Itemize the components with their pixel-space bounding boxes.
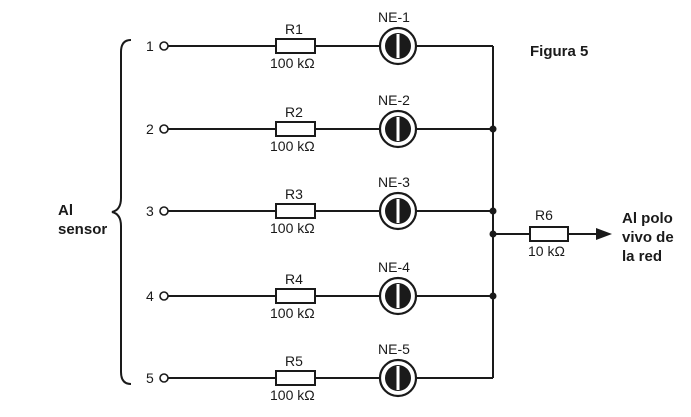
resistor-name-4: R4 [285,271,303,287]
lamp-label-4: NE-4 [378,259,410,275]
resistor-r2 [275,121,316,137]
sensor-label: Al sensor [58,202,107,238]
resistor-value-2: 100 kΩ [270,138,315,154]
sensor-label-line-2: sensor [58,221,107,238]
terminal-number-2: 2 [146,121,154,137]
terminal-number-1: 1 [146,38,154,54]
terminal-number-4: 4 [146,288,154,304]
terminal-5 [159,373,169,383]
resistor-r3 [275,203,316,219]
line-label-line-1: Al polo [622,210,673,227]
terminal-4 [159,291,169,301]
line-label-line-3: la red [622,248,662,265]
resistor-value-4: 100 kΩ [270,305,315,321]
resistor-r6 [529,226,569,242]
resistor-name-2: R2 [285,104,303,120]
resistor-name-3: R3 [285,186,303,202]
figure-label: Figura 5 [530,43,588,60]
r6-name: R6 [535,207,553,223]
lamp-label-2: NE-2 [378,92,410,108]
sensor-label-line-1: Al [58,202,73,219]
input-rows: 1 R1 100 kΩ NE-1 2 R2 100 kΩ NE-2 3 R3 100 kΩ NE-3 4… [146,9,493,403]
resistor-value-5: 100 kΩ [270,387,315,403]
terminal-1 [159,41,169,51]
line-label-line-2: vivo de [622,229,674,246]
output-arrow [596,228,612,240]
resistor-value-1: 100 kΩ [270,55,315,71]
resistor-value-3: 100 kΩ [270,220,315,236]
terminal-2 [159,124,169,134]
line-label: Al polo vivo de la red [622,210,678,265]
r6-value: 10 kΩ [528,243,565,259]
terminal-number-3: 3 [146,203,154,219]
lamp-label-5: NE-5 [378,341,410,357]
resistor-name-1: R1 [285,21,303,37]
resistor-r4 [275,288,316,304]
terminal-number-5: 5 [146,370,154,386]
lamp-label-3: NE-3 [378,174,410,190]
terminal-3 [159,206,169,216]
resistor-r5 [275,370,316,386]
lamp-label-1: NE-1 [378,9,410,25]
sensor-brace [111,39,132,385]
resistor-r1 [275,38,316,54]
resistor-name-5: R5 [285,353,303,369]
